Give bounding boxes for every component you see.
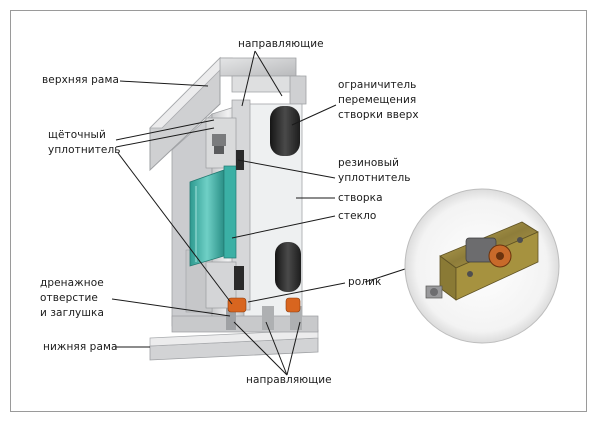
label-sash: створка (338, 192, 383, 204)
label-top-frame: верхняя рама (42, 74, 120, 86)
roller-parts (227, 297, 301, 313)
label-rubber-seal: резиновый уплотнитель (338, 157, 411, 184)
label-drain-hole: дренажное отверстие и заглушка (40, 277, 105, 319)
bottom-frame-shape (149, 306, 319, 361)
roller-inset (404, 188, 560, 344)
label-bottom-frame: нижняя рама (43, 341, 118, 353)
leader-lines (111, 50, 409, 376)
label-brush-seal: щёточный уплотнитель (48, 129, 121, 156)
label-travel-limiter: ограничитель перемещения створки вверх (338, 79, 419, 121)
brush-seal-detail (212, 134, 226, 154)
label-roller: ролик (348, 276, 382, 288)
label-guides-bottom: направляющие (246, 374, 332, 386)
label-guides-top: направляющие (238, 38, 324, 50)
glass-shape (189, 165, 237, 267)
label-glass: стекло (338, 210, 377, 222)
